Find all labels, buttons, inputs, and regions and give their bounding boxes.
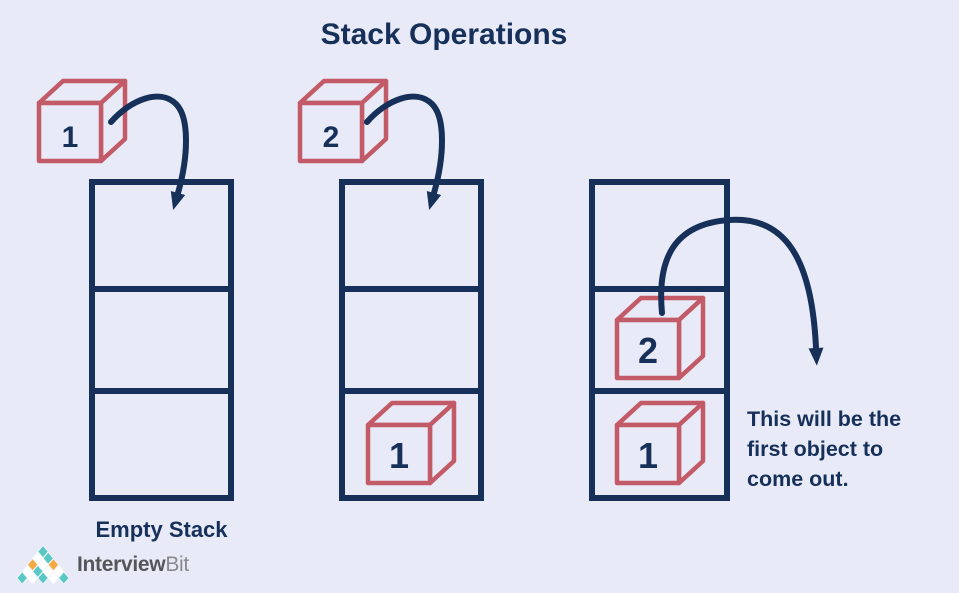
logo-text: InterviewBit (77, 553, 189, 577)
cube-stack3-middle: 2 (614, 295, 706, 381)
pop-arrow (658, 216, 824, 366)
cube-front-face (36, 100, 104, 164)
stack-2 (339, 179, 484, 501)
cube-front-face (614, 317, 682, 381)
cube-stack3-bottom: 1 (614, 400, 706, 486)
logo-word-bit: Bit (165, 553, 189, 576)
logo-word-interview: Interview (77, 553, 166, 576)
stack-1-outline (89, 179, 234, 501)
push-arrow-1 (108, 93, 189, 211)
cube-stack2-bottom: 1 (365, 400, 457, 486)
cube-stack2-bottom-label: 1 (389, 435, 409, 476)
empty-stack-label: Empty Stack (95, 517, 228, 542)
cube-stack3-bottom-label: 1 (638, 435, 658, 476)
cube-push-1-label: 1 (62, 121, 79, 154)
interviewbit-logo-icon (16, 545, 70, 585)
stack-3-outline (589, 179, 730, 501)
interviewbit-logo: InterviewBit (16, 545, 189, 585)
cube-push-2-label: 2 (323, 121, 340, 154)
cube-stack3-middle-label: 2 (638, 330, 658, 371)
cube-front-face (614, 422, 682, 486)
cube-front-face (365, 422, 433, 486)
stack-2-outline (339, 179, 484, 501)
push-arrow-2 (364, 93, 445, 211)
cube-push-1: 1 (36, 78, 128, 164)
cube-push-2: 2 (297, 78, 389, 164)
pop-note: This will be the first object to come ou… (747, 407, 902, 491)
stack-1 (89, 179, 234, 501)
cube-front-face (297, 100, 365, 164)
page-title: Stack Operations (320, 18, 568, 51)
